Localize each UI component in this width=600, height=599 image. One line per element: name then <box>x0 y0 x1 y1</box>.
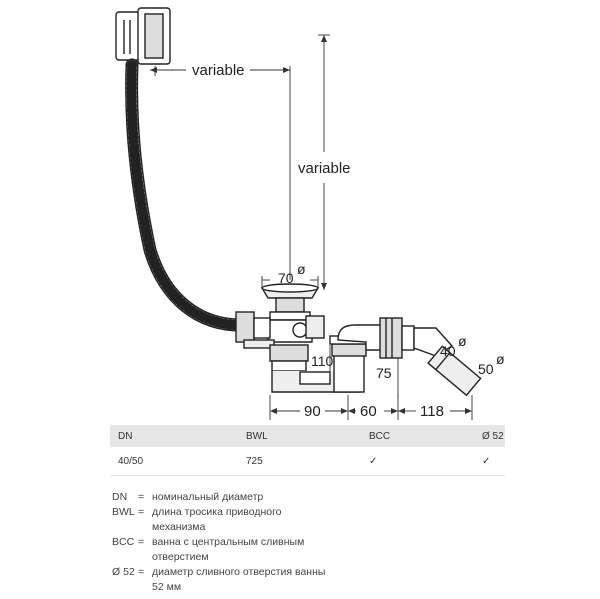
technical-drawing: variable variable 70 ø 110 75 40 ø 50 ø … <box>115 7 505 420</box>
legend-key: BWL <box>112 506 135 518</box>
table-row: 40/50 725 ✓ ✓ <box>110 447 505 476</box>
outlet-pipe <box>337 317 482 397</box>
legend: DN = номинальный диаметр BWL = длина тро… <box>112 490 337 595</box>
diameter-symbol-40: ø <box>458 333 467 349</box>
legend-item: BCC = ванна с центральным сливным отверс… <box>112 535 337 565</box>
spec-table: DN BWL BCC Ø 52 40/50 725 ✓ ✓ <box>110 425 505 476</box>
cell-dia-52: ✓ <box>474 447 505 476</box>
legend-item: Ø 52 = диаметр сливного отверстия ванны … <box>112 565 337 595</box>
legend-equals: = <box>138 506 145 518</box>
label-dia-40: 40 <box>440 343 456 359</box>
legend-equals: = <box>138 566 145 578</box>
label-variable-vertical: variable <box>298 160 351 177</box>
header-bcc: BCC <box>361 425 474 447</box>
label-110: 110 <box>311 353 334 369</box>
cable-hose <box>125 58 247 332</box>
header-bwl: BWL <box>238 425 361 447</box>
diameter-symbol-70: ø <box>297 261 306 277</box>
legend-equals: = <box>138 536 145 548</box>
label-variable-horizontal: variable <box>192 62 245 79</box>
legend-key: Ø 52 <box>112 566 135 578</box>
label-dia-50: 50 <box>478 361 494 377</box>
legend-key: DN <box>112 491 128 503</box>
legend-item: DN = номинальный диаметр <box>112 490 337 505</box>
legend-text: диаметр сливного отверстия ванны 52 мм <box>152 566 326 593</box>
hose-coupling <box>235 311 275 349</box>
label-90: 90 <box>304 403 321 420</box>
dimension-arrows <box>150 35 472 414</box>
legend-text: длина тросика приводного механизма <box>152 506 282 533</box>
header-dn: DN <box>110 425 238 447</box>
legend-equals: = <box>138 491 145 503</box>
cell-bwl: 725 <box>238 447 361 476</box>
cell-dn: 40/50 <box>110 447 238 476</box>
trap-body <box>269 335 369 393</box>
diameter-symbol-50: ø <box>496 351 505 367</box>
label-118: 118 <box>420 403 444 420</box>
legend-item: BWL = длина тросика приводного механизма <box>112 505 337 535</box>
legend-text: ванна с центральным сливным отверстием <box>152 536 305 563</box>
table-header-row: DN BWL BCC Ø 52 <box>110 425 505 447</box>
label-dia-70: 70 <box>278 270 294 286</box>
cell-bcc: ✓ <box>361 447 474 476</box>
legend-key: BCC <box>112 536 135 548</box>
legend-text: номинальный диаметр <box>152 491 264 503</box>
label-75: 75 <box>376 365 392 381</box>
waste-strainer <box>260 283 325 343</box>
header-dia-52: Ø 52 <box>474 425 505 447</box>
label-60: 60 <box>360 403 377 420</box>
overflow-head <box>115 7 171 65</box>
